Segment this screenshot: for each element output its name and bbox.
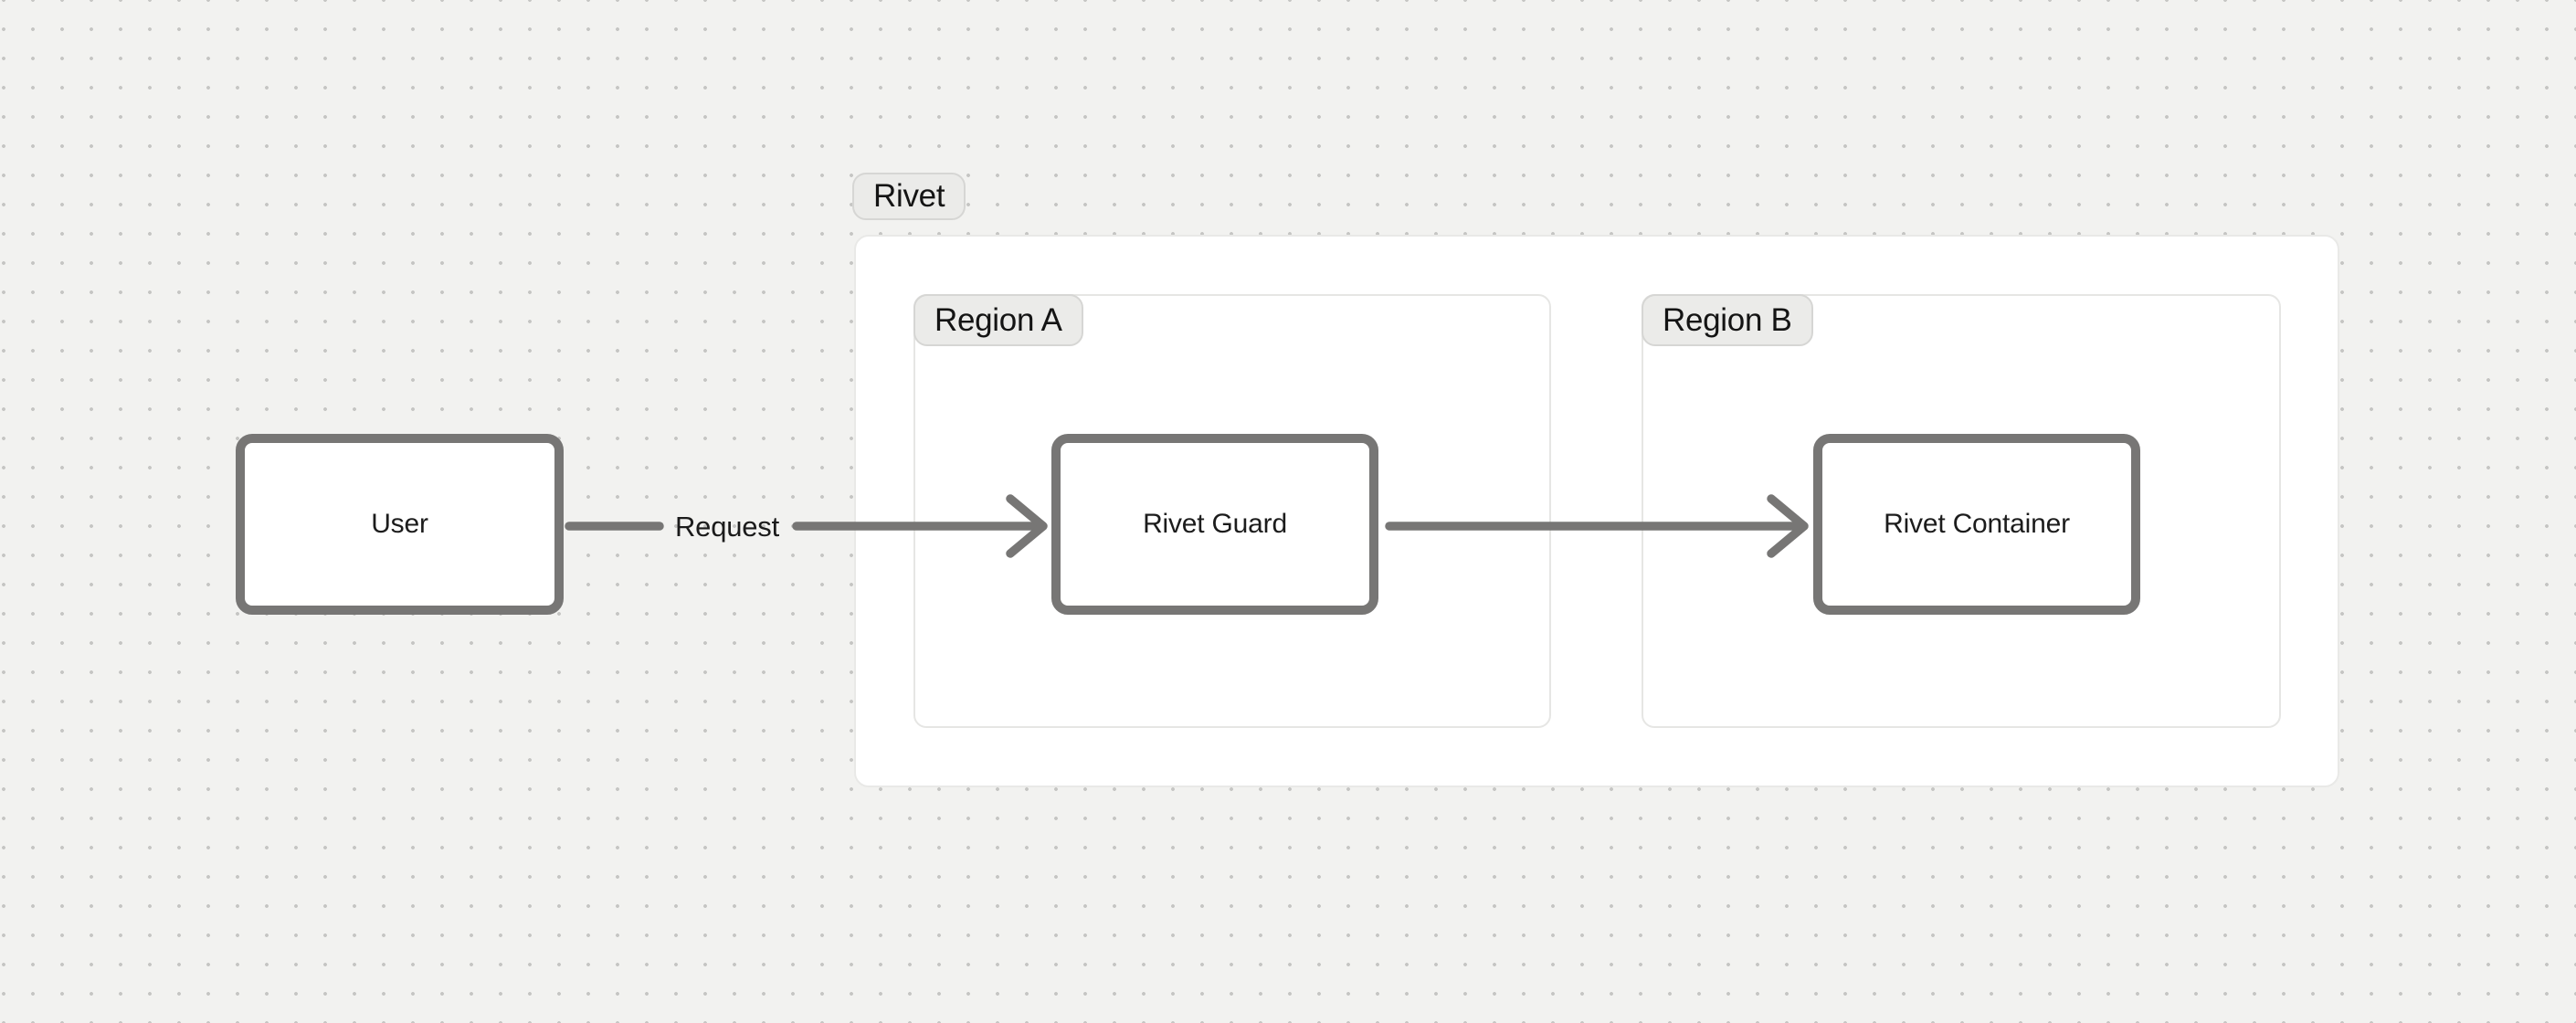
node-rivet-container: Rivet Container (1813, 434, 2140, 615)
node-rivet-guard: Rivet Guard (1051, 434, 1378, 615)
arrowhead-icon (1767, 494, 1809, 558)
node-rivet-container-label: Rivet Container (1884, 509, 2070, 539)
group-label-region-a: Region A (913, 294, 1083, 346)
node-user-label: User (371, 509, 428, 539)
node-rivet-guard-label: Rivet Guard (1143, 509, 1287, 539)
node-user: User (236, 434, 564, 615)
edge-label-request: Request (674, 511, 780, 543)
group-label-rivet: Rivet (852, 173, 966, 220)
group-label-region-b: Region B (1642, 294, 1813, 346)
arrowhead-icon (1006, 494, 1048, 558)
